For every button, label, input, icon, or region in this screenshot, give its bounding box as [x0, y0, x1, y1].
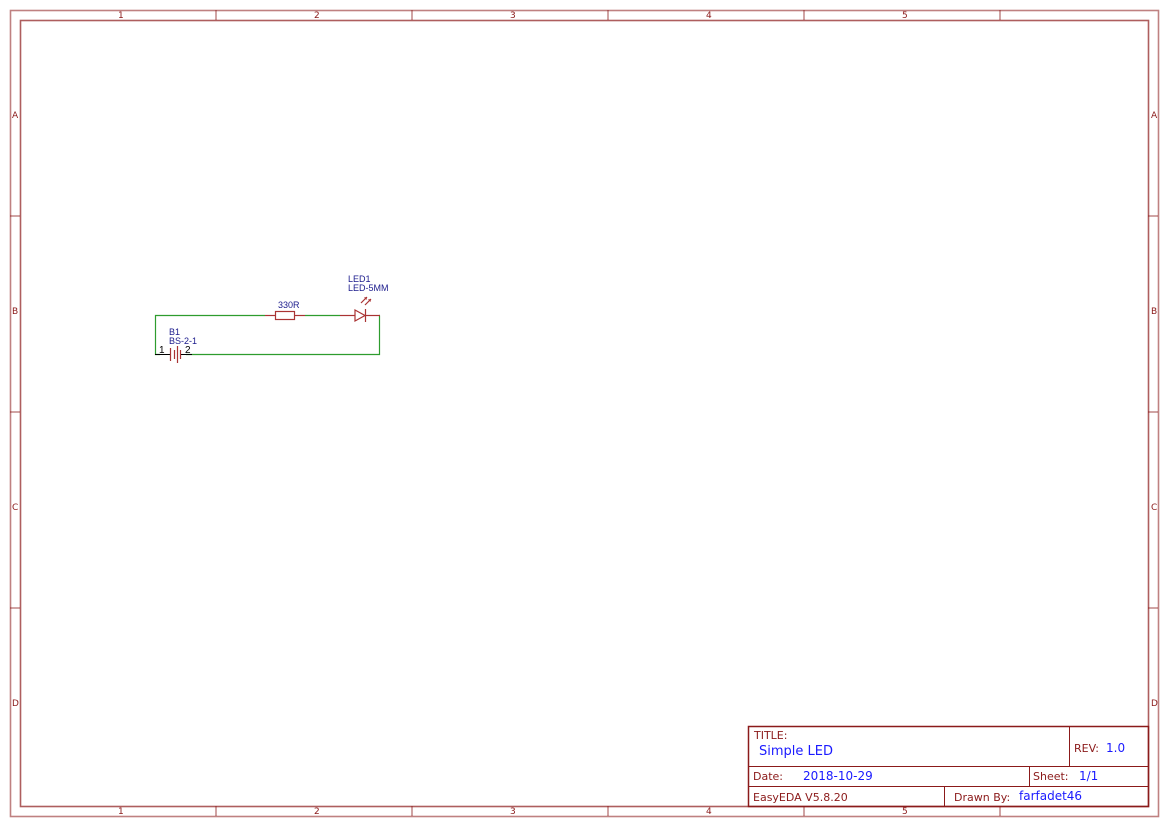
battery-symbol[interactable] — [155, 346, 192, 363]
column-label-2: 2 — [314, 11, 320, 21]
resistor-symbol[interactable] — [265, 310, 305, 321]
inner-frame — [19, 19, 1150, 808]
led-designator[interactable]: LED1 — [348, 274, 371, 284]
column-label-1-bottom: 1 — [118, 807, 124, 817]
software-label: EasyEDA V5.8.20 — [753, 791, 848, 804]
column-ticks-bottom — [215, 806, 1001, 816]
led-package[interactable]: LED-5MM — [348, 283, 389, 293]
row-label-b: B — [12, 307, 19, 317]
battery-designator[interactable]: B1 — [169, 327, 181, 337]
battery-pin-1: 1 — [159, 345, 165, 356]
drawn-by-value[interactable]: farfadet46 — [1019, 789, 1083, 803]
row-label-a: A — [12, 111, 19, 121]
battery-package[interactable]: BS-2-1 — [169, 336, 198, 346]
row-label-d: D — [12, 699, 19, 709]
outer-frame — [9, 9, 1160, 818]
row-label-b-right: B — [1151, 307, 1158, 317]
column-label-5: 5 — [902, 11, 908, 21]
date-label: Date: — [753, 770, 783, 783]
column-label-1: 1 — [118, 11, 124, 21]
sheet-label: Sheet: — [1033, 770, 1069, 783]
title-label: TITLE: — [754, 729, 788, 742]
column-label-4: 4 — [706, 11, 712, 21]
column-ticks-top — [215, 10, 1001, 20]
resistor-value[interactable]: 330R — [278, 300, 300, 310]
row-label-d-right: D — [1151, 699, 1158, 709]
date-value[interactable]: 2018-10-29 — [803, 769, 873, 783]
row-ticks-left — [10, 215, 20, 609]
column-label-3-bottom: 3 — [510, 807, 516, 817]
column-label-2-bottom: 2 — [314, 807, 320, 817]
column-label-3: 3 — [510, 11, 516, 21]
rev-label: REV: — [1074, 742, 1099, 755]
column-label-4-bottom: 4 — [706, 807, 712, 817]
row-ticks-right — [1148, 215, 1158, 609]
title-block-lines — [747, 725, 1150, 808]
drawn-by-label: Drawn By: — [954, 791, 1011, 804]
row-label-a-right: A — [1151, 111, 1158, 121]
row-label-c-right: C — [1151, 503, 1158, 513]
column-label-5-bottom: 5 — [902, 807, 908, 817]
battery-pin-2: 2 — [185, 345, 191, 356]
led-symbol[interactable] — [340, 296, 380, 323]
row-label-c: C — [12, 503, 19, 513]
rev-value[interactable]: 1.0 — [1106, 741, 1126, 755]
title-value[interactable]: Simple LED — [759, 744, 833, 759]
sheet-value[interactable]: 1/1 — [1079, 769, 1099, 783]
